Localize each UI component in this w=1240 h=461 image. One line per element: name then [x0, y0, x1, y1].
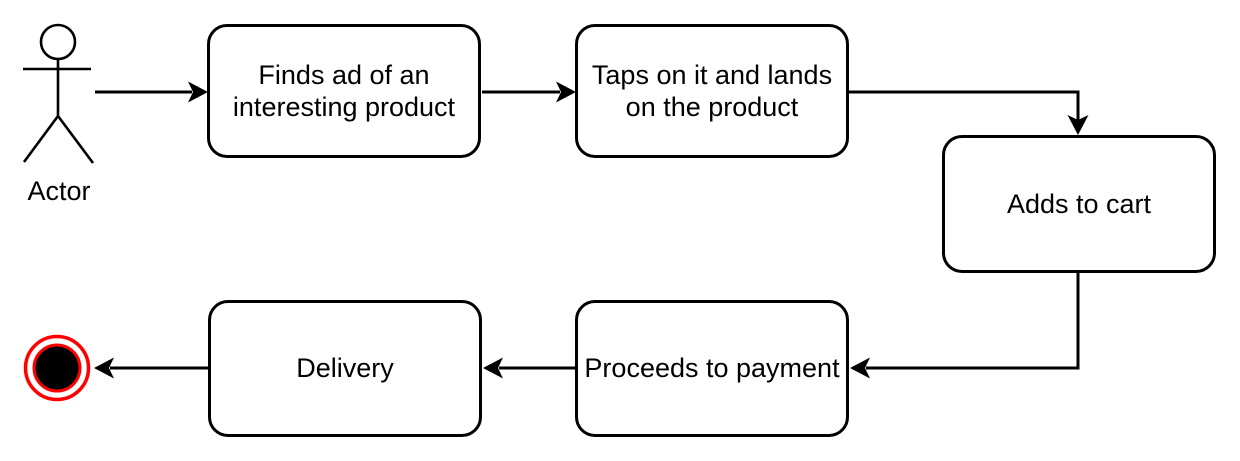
node-proceeds-to-payment: Proceeds to payment — [575, 300, 849, 437]
node-delivery: Delivery — [208, 300, 482, 437]
node-label: Proceeds to payment — [584, 353, 840, 384]
node-taps-product: Taps on it and lands on the product — [575, 24, 849, 158]
actor-icon — [22, 23, 95, 164]
node-label: Taps on it and lands on the product — [591, 59, 833, 122]
arrow-payment-to-delivery — [483, 357, 575, 379]
node-find-ad: Finds ad of an interesting product — [207, 24, 481, 158]
node-label: Adds to cart — [1006, 188, 1152, 219]
node-label: Finds ad of an interesting product — [232, 59, 456, 122]
final-state-icon — [23, 334, 91, 402]
arrow-taps-to-cart — [849, 90, 1089, 135]
actor-label: Actor — [27, 176, 91, 206]
arrow-find-ad-to-taps — [482, 81, 576, 103]
arrow-cart-to-payment — [850, 273, 1080, 379]
arrow-delivery-to-end — [94, 357, 208, 379]
arrow-actor-to-find-ad — [95, 81, 208, 103]
node-label: Delivery — [296, 353, 394, 384]
node-adds-to-cart: Adds to cart — [942, 135, 1216, 273]
